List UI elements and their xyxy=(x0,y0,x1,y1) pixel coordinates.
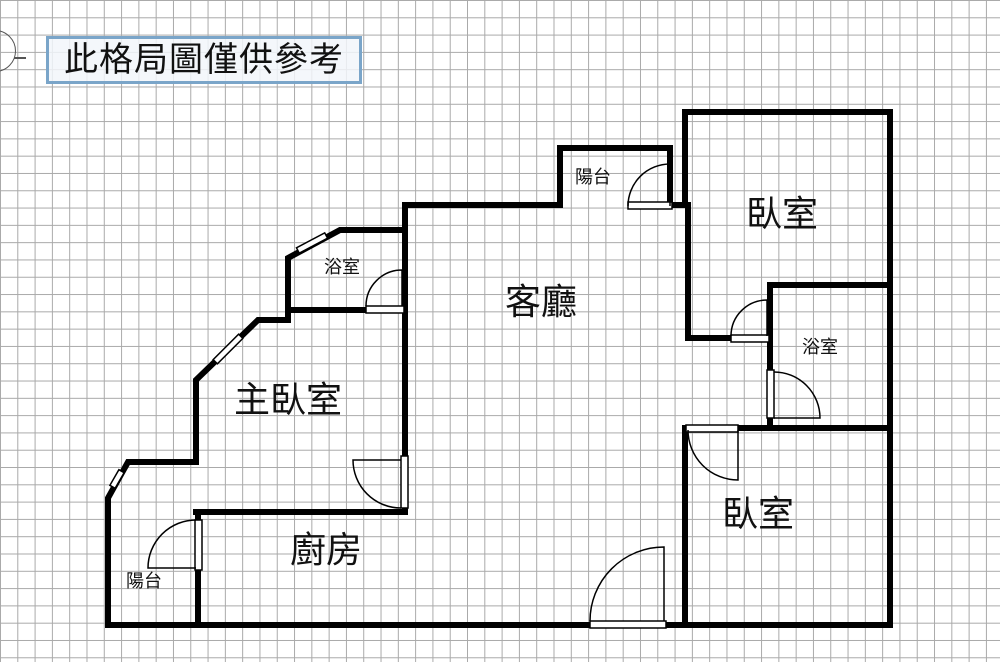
door-frame-bedroom-upper xyxy=(730,334,770,343)
door-swing-bath-right xyxy=(773,371,821,419)
room-label-kitchen: 廚房 xyxy=(290,529,363,570)
door-frame-bath-right xyxy=(766,369,775,419)
room-label-bedroom-upper: 臥室 xyxy=(746,193,819,234)
room-label-bathroom-left: 浴室 xyxy=(324,257,360,277)
door-swing-bedroom-lower xyxy=(687,429,739,481)
window-top-balcony xyxy=(627,201,673,210)
window-bath-left xyxy=(295,231,329,255)
door-swing-bedroom-upper xyxy=(730,299,768,337)
door-frame-bath-left xyxy=(365,305,405,314)
room-label-bedroom-lower: 臥室 xyxy=(722,493,795,534)
door-swing-master xyxy=(352,459,402,509)
door-frame-balcony-left xyxy=(194,519,203,571)
room-label-bathroom-right: 浴室 xyxy=(802,337,838,357)
compass-pointer xyxy=(14,57,26,59)
room-label-living: 客廳 xyxy=(505,281,578,322)
disclaimer-label: 此格局圖僅供參考 xyxy=(46,36,362,84)
window-master-diagonal xyxy=(212,333,244,365)
door-swing-top-balcony xyxy=(627,163,671,207)
room-label-balcony-left: 陽台 xyxy=(126,571,162,591)
door-frame-master xyxy=(400,455,409,509)
window-balcony-left xyxy=(108,468,126,490)
door-swing-entrance xyxy=(589,546,665,622)
room-label-balcony-top: 陽台 xyxy=(575,167,611,187)
outer-wall xyxy=(105,109,893,628)
door-swing-bath-left xyxy=(365,269,403,307)
door-swing-balcony-left xyxy=(147,519,197,569)
room-label-master-bedroom: 主臥室 xyxy=(234,379,343,420)
door-frame-entrance xyxy=(589,620,667,629)
door-frame-bedroom-lower xyxy=(685,424,739,433)
